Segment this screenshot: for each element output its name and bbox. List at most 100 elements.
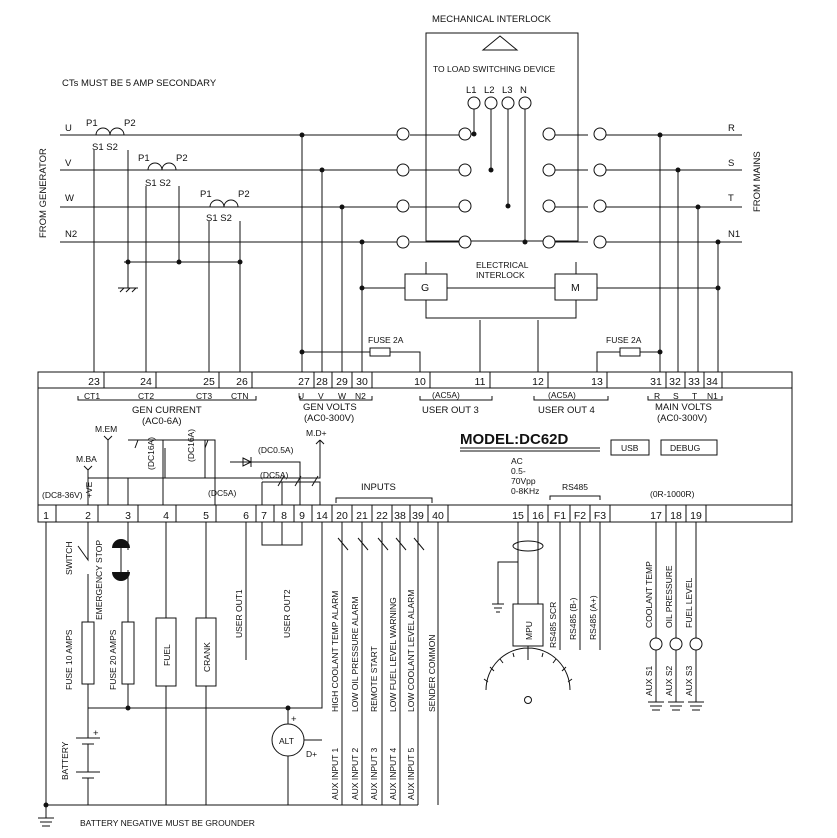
upper-terminal-25: 25 <box>203 376 215 388</box>
lower-terminal-F1: F1 <box>554 510 566 522</box>
load-phase-l1: L1 <box>466 85 477 96</box>
ac-line-3: 70Vpp <box>511 476 536 486</box>
lower-terminal-F3: F3 <box>594 510 606 522</box>
oil-pressure-sensor <box>669 637 683 651</box>
md-label: M.D+ <box>306 428 327 438</box>
coolant-temp-sensor <box>649 637 663 651</box>
user-out1-label: USER OUT1 <box>234 589 244 638</box>
gen-current-label: GEN CURRENT <box>132 405 202 416</box>
svg-text:P1: P1 <box>200 189 212 200</box>
fuse-gen-label: FUSE 2A <box>368 335 404 345</box>
gear-hub <box>524 696 532 704</box>
fuel-level-label: FUEL LEVEL <box>684 577 694 628</box>
aux-s2-label: AUX S2 <box>664 665 674 696</box>
from-mains-label: FROM MAINS <box>752 151 763 212</box>
debug-port <box>660 439 718 456</box>
electrical-interlock-label-2: INTERLOCK <box>476 270 525 280</box>
main-volts-range: (AC0-300V) <box>657 413 707 424</box>
battery-icon <box>76 708 100 805</box>
lower-terminal-18: 18 <box>670 510 682 522</box>
debug-label: DEBUG <box>670 443 700 453</box>
lower-terminal-39: 39 <box>412 510 424 522</box>
load-terminal-n <box>518 96 532 110</box>
fuel-label: FUEL <box>162 644 172 666</box>
oil-pressure-label: OIL PRESSURE <box>664 565 674 628</box>
bottom-wiring <box>45 522 439 806</box>
mba-label: M.BA <box>76 454 97 464</box>
upper-terminal-33: 33 <box>688 376 700 388</box>
mem-label: M.EM <box>95 424 117 434</box>
load-terminal-l3 <box>501 96 515 110</box>
ct1-label: CT1 <box>84 391 100 401</box>
aux-input-4: AUX INPUT 4 <box>388 747 398 800</box>
mains-phase-t: T <box>728 193 734 204</box>
lower-terminal-3: 3 <box>125 510 131 522</box>
alarm-label-4: LOW FUEL LEVEL WARNING <box>388 597 398 712</box>
emergency-stop-icon <box>112 539 130 581</box>
gen-volts-range: (AC0-300V) <box>304 413 354 424</box>
load-terminal-l1 <box>467 96 481 110</box>
upper-terminal-13: 13 <box>591 376 603 388</box>
mechanical-interlock-label: MECHANICAL INTERLOCK <box>432 14 552 25</box>
gen-volts-label: GEN VOLTS <box>303 402 357 413</box>
dc5a-label-2: (DC5A) <box>208 488 237 498</box>
mpu-wiring <box>492 522 539 613</box>
lower-terminal-22: 22 <box>376 510 388 522</box>
alarm-label-6: SENDER COMMON <box>427 635 437 712</box>
diode-icon <box>242 457 253 467</box>
dot-fuse-join <box>125 705 131 711</box>
fuse-20a <box>121 621 135 685</box>
rs485-scr-label: RS485 SCR <box>548 602 558 648</box>
battery-note: BATTERY NEGATIVE MUST BE GROUNDER <box>80 818 255 828</box>
ct-wiring <box>93 150 241 372</box>
rs485-a-label: RS485 (A+) <box>588 595 598 640</box>
main-volts-t: T <box>692 391 697 401</box>
main-volts-r: R <box>654 391 660 401</box>
gen-contactor-contacts <box>396 127 472 249</box>
svg-text:P1: P1 <box>86 118 98 129</box>
coil-wiring <box>362 262 718 372</box>
lower-terminal-7: 7 <box>261 510 267 522</box>
gen-phase-u: U <box>65 123 72 134</box>
upper-terminal-10: 10 <box>414 376 426 388</box>
lower-terminal-38: 38 <box>394 510 406 522</box>
mains-phase-s: S <box>728 158 734 169</box>
main-volts-n1: N1 <box>707 391 718 401</box>
fuse10-label: FUSE 10 AMPS <box>64 629 74 690</box>
dc8-36-label: (DC8-36V) <box>42 490 83 500</box>
ac5a-out3: (AC5A) <box>432 390 460 400</box>
lower-terminal-20: 20 <box>336 510 348 522</box>
ac-line-2: 0.5- <box>511 466 526 476</box>
inputs-label: INPUTS <box>361 482 396 493</box>
alarm-label-5: LOW COOLANT LEVEL ALARM <box>406 590 416 712</box>
gen-volts-w: W <box>338 391 346 401</box>
fuse-mains <box>619 347 641 357</box>
contactor-m-label: M <box>571 282 580 294</box>
rs485-label: RS485 <box>562 482 588 492</box>
plus-ve-label: +VE <box>84 481 94 498</box>
dc5a-label-1: (DC5A) <box>260 470 289 480</box>
load-switching-label: TO LOAD SWITCHING DEVICE <box>433 64 555 74</box>
junction-dots <box>125 131 721 355</box>
lower-terminal-F2: F2 <box>574 510 586 522</box>
lower-terminal-8: 8 <box>281 510 287 522</box>
main-volts-s: S <box>673 391 679 401</box>
inputs-bracket <box>335 497 433 503</box>
battery-plus: + <box>93 728 99 739</box>
ac-line-1: AC <box>511 456 523 466</box>
ct2-label: CT2 <box>138 391 154 401</box>
svg-text:S1 S2: S1 S2 <box>206 213 232 224</box>
mains-phase-n1: N1 <box>728 229 740 240</box>
mpu-sensor <box>512 603 544 647</box>
upper-terminal-23: 23 <box>88 376 100 388</box>
upper-terminal-34: 34 <box>706 376 718 388</box>
coolant-temp-label: COOLANT TEMP <box>644 561 654 628</box>
rs485-wiring <box>559 522 601 650</box>
svg-text:P2: P2 <box>176 153 188 164</box>
input-switch-ticks <box>337 537 425 551</box>
fuse-gen <box>369 347 391 357</box>
mpu-shield-icon <box>512 540 544 552</box>
